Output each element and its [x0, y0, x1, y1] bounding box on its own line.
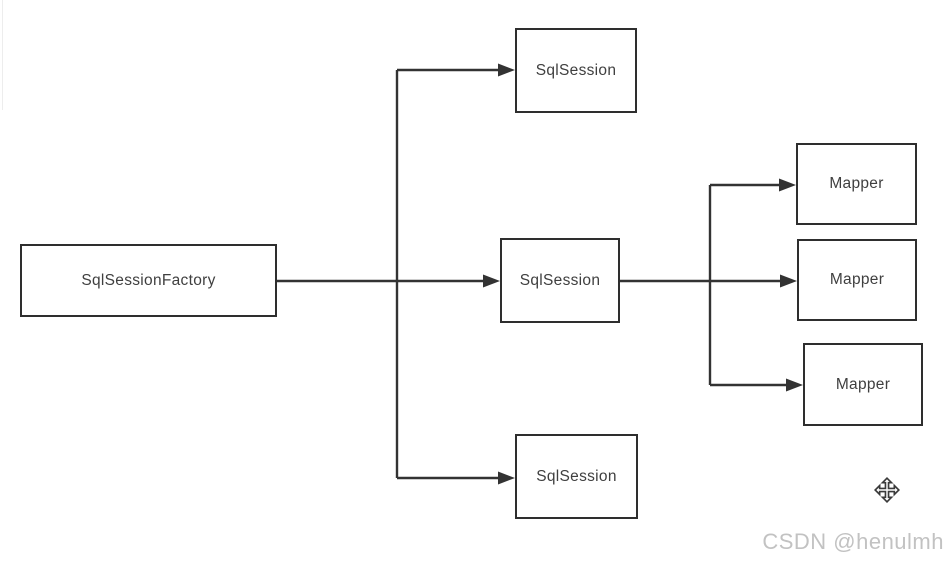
node-mapper-bottom: Mapper [803, 343, 923, 426]
arrowhead-icon [498, 63, 515, 77]
node-sqlsessionfactory: SqlSessionFactory [20, 244, 277, 317]
move-cursor-icon [874, 477, 900, 503]
arrowhead-icon [779, 178, 796, 192]
arrowhead-icon [786, 378, 803, 392]
node-sqlsession-bottom: SqlSession [515, 434, 638, 519]
arrowhead-icon [498, 471, 515, 485]
node-sqlsession-middle: SqlSession [500, 238, 620, 323]
arrowhead-icon [780, 274, 797, 288]
node-mapper-middle: Mapper [797, 239, 917, 321]
node-sqlsession-top: SqlSession [515, 28, 637, 113]
page-edge-artifact [2, 0, 3, 110]
arrowhead-icon [483, 274, 500, 288]
node-mapper-top: Mapper [796, 143, 917, 225]
watermark-text: CSDN @henulmh [762, 529, 944, 554]
